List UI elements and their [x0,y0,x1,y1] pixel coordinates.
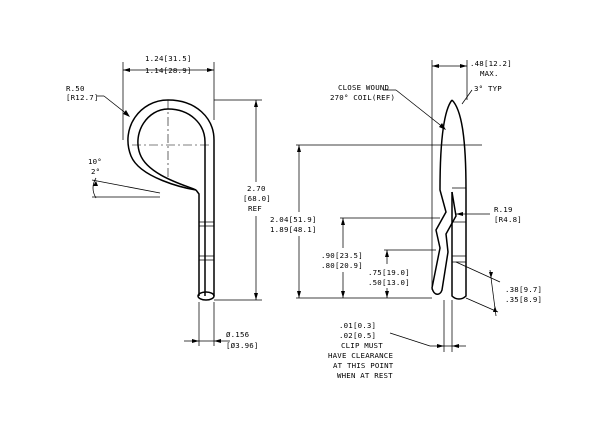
clip-leg [195,189,200,296]
len-max-label: 2.04[51.9] [270,215,317,224]
gap-arrow-right [452,344,459,348]
angle-arrow [93,181,98,186]
left-view: 1.24[31.5] 1.14[28.9] R.50 [R12.7] 10° 2… [66,54,271,350]
height-note-label: REF [248,204,262,213]
dia-arrow-left [192,339,199,343]
leg-end [197,291,215,301]
bend-arrow [456,212,463,216]
coil-note-1: CLOSE WOUND [338,83,389,92]
clip-note-2: HAVE CLEARANCE [328,351,393,360]
end-min-label: .35[8.9] [505,295,542,304]
h2-min-label: .50[13.0] [368,278,410,287]
end-arrow-bottom [493,306,497,312]
taper-leader [461,89,473,105]
width-min-label: 1.14[28.9] [145,66,192,75]
right-view: .48[12.2] MAX. 3° TYP CLOSE WOUND 270° C… [270,59,542,380]
height-label: 2.70 [247,184,266,193]
clip-note-3: AT THIS POINT [333,361,394,370]
dia-arrow-right [214,339,221,343]
width-arrow-left [123,68,130,72]
height-mm-label: [68.0] [243,194,271,203]
taper-label: 3° TYP [474,84,502,93]
radius-arrow [123,110,130,117]
bend-radius-mm-label: [R4.8] [494,215,522,224]
height-arrow-bottom [254,293,258,300]
end-arrow-top [489,272,493,278]
clip-inner-outline [137,108,206,296]
width-arrow-right [207,68,214,72]
radius-mm-label: [R12.7] [66,93,99,102]
h2-max-label: .75[19.0] [368,268,410,277]
gap-max-label: .01[0.3] [339,321,376,330]
angle-min-label: 2° [91,167,100,176]
dia-mm-label: [Ø3.96] [226,341,259,350]
len-min-label: 1.89[48.1] [270,225,317,234]
thk-arrow-right [460,64,467,68]
len-arrow-bottom [297,291,301,298]
thk-note-label: MAX. [480,69,499,78]
end-max-label: .38[9.7] [505,285,542,294]
h1-min-label: .80[20.9] [321,261,363,270]
h1-arrow-top [341,218,345,225]
gap-arrow-left [437,344,444,348]
bend-radius-label: R.19 [494,205,513,214]
coil-leader [395,89,445,129]
len-arrow-top [297,145,301,152]
thk-arrow-left [432,64,439,68]
radius-leader [103,95,129,116]
coil-arrow [439,123,446,130]
end-ext-1 [455,261,501,283]
clip-note-4: WHEN AT REST [337,371,393,380]
angle-slope-line [91,179,161,194]
height-arrow-top [254,100,258,107]
h1-arrow-bottom [341,291,345,298]
coil-note-2: 270° COIL(REF) [330,93,395,102]
radius-label: R.50 [66,84,85,93]
gap-leader [389,332,431,347]
side-outline-front [431,99,457,295]
gap-min-label: .02[0.5] [339,331,376,340]
width-max-label: 1.24[31.5] [145,54,192,63]
side-outline-back [451,99,467,300]
h2-arrow-bottom [385,291,389,298]
clip-outline [127,99,215,296]
dia-label: Ø.156 [226,330,249,339]
h1-max-label: .90[23.5] [321,251,363,260]
end-ext-2 [465,297,499,313]
angle-max-label: 10° [88,157,102,166]
h2-arrow-top [385,250,389,257]
angle-arc [92,177,97,199]
clip-note-1: CLIP MUST [341,341,383,350]
thk-label: .48[12.2] [470,59,512,68]
